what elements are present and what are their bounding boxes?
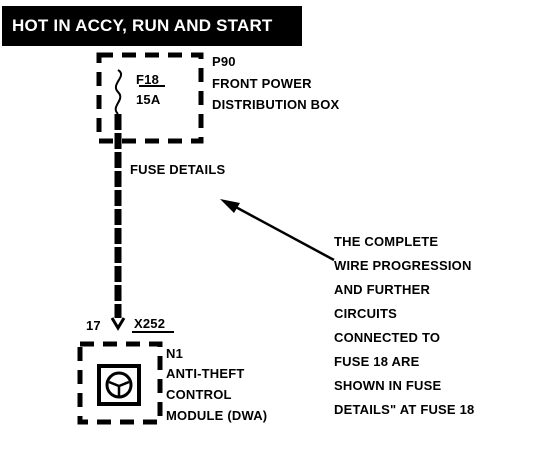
fuse-details-label: FUSE DETAILS — [130, 162, 226, 177]
module-icon-spokes — [108, 380, 130, 396]
note-line: WIRE PROGRESSION — [334, 258, 472, 273]
fuse-box-name-line1: FRONT POWER — [212, 76, 312, 91]
module-name-line2: CONTROL — [166, 387, 232, 402]
fuse-symbol-icon — [114, 69, 123, 115]
note-line: DETAILS" AT FUSE 18 — [334, 402, 475, 417]
note-line: FUSE 18 ARE — [334, 354, 420, 369]
note-line: AND FURTHER — [334, 282, 431, 297]
module-name-line1: ANTI-THEFT — [166, 366, 245, 381]
connector-id: X252 — [134, 316, 166, 331]
module-outline — [77, 341, 163, 425]
connector-pin-icon — [110, 317, 126, 331]
note-line: CIRCUITS — [334, 306, 397, 321]
fuse-rating: 15A — [136, 92, 161, 107]
fuse-box-outline — [96, 52, 204, 144]
module-icon-frame — [97, 364, 141, 406]
module-icon — [105, 371, 133, 399]
note-line: SHOWN IN FUSE — [334, 378, 442, 393]
module-name-line3: MODULE (DWA) — [166, 408, 268, 423]
note-pointer-arrowhead — [220, 199, 240, 213]
note-pointer-line — [231, 203, 335, 262]
connector-pin-number: 17 — [86, 318, 101, 333]
fuse-box-id: P90 — [212, 54, 236, 69]
fuse-box-name-line2: DISTRIBUTION BOX — [212, 97, 340, 112]
circuit-power-banner: HOT IN ACCY, RUN AND START — [2, 6, 302, 46]
fuse-label: F18 — [136, 72, 160, 87]
note-line: THE COMPLETE — [334, 234, 439, 249]
module-id: N1 — [166, 346, 184, 361]
note-line: CONNECTED TO — [334, 330, 441, 345]
